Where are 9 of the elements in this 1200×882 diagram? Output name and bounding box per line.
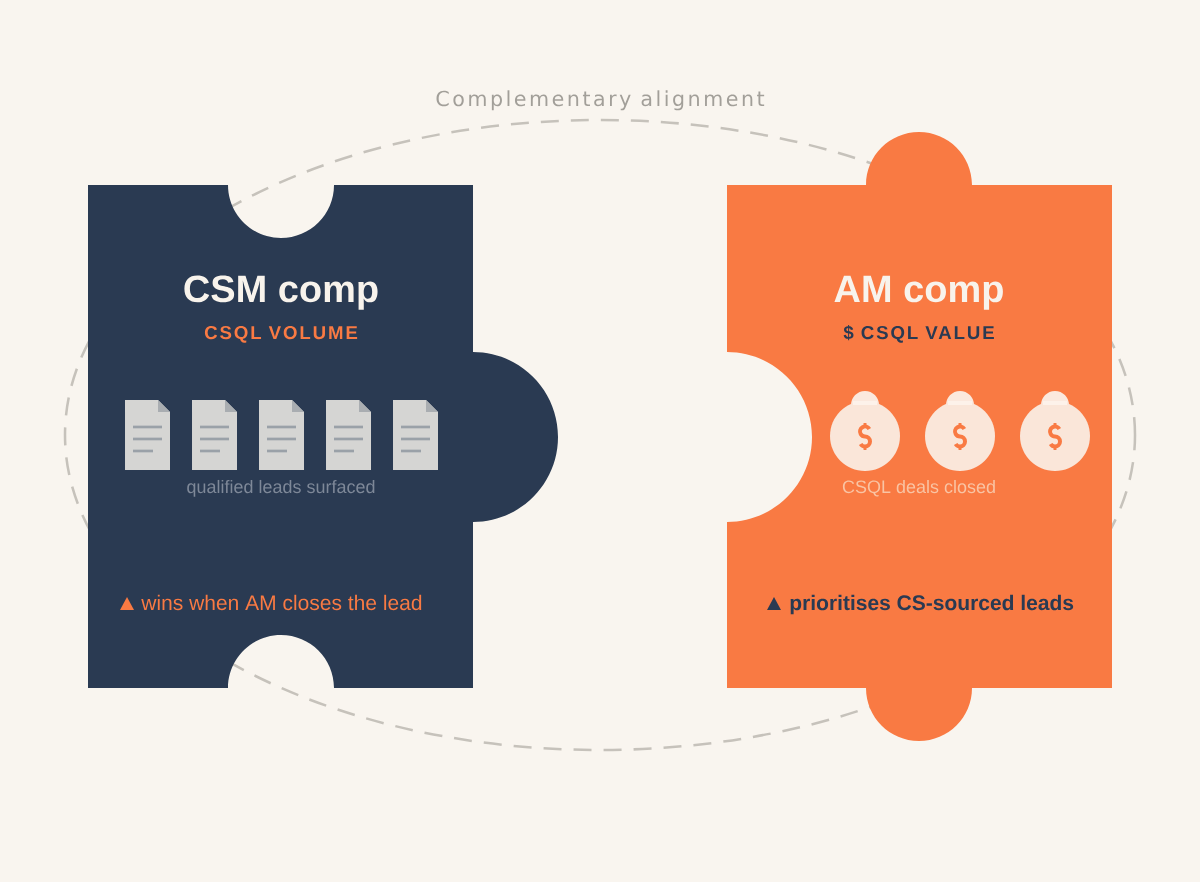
subheading: $ CSQL VALUE: [843, 325, 994, 343]
note: prioritises CS-sourced leads: [790, 594, 1074, 615]
heading: AM comp: [834, 275, 1003, 310]
subheading: CSQL VOLUME: [204, 325, 358, 343]
note: wins when AM closes the lead: [141, 594, 422, 611]
ellipse-label: Complementary alignment: [436, 90, 765, 111]
heading: CSM comp: [184, 275, 378, 310]
body-text: qualified leads surfaced: [187, 479, 375, 497]
body-text: CSQL deals closed: [842, 479, 995, 497]
